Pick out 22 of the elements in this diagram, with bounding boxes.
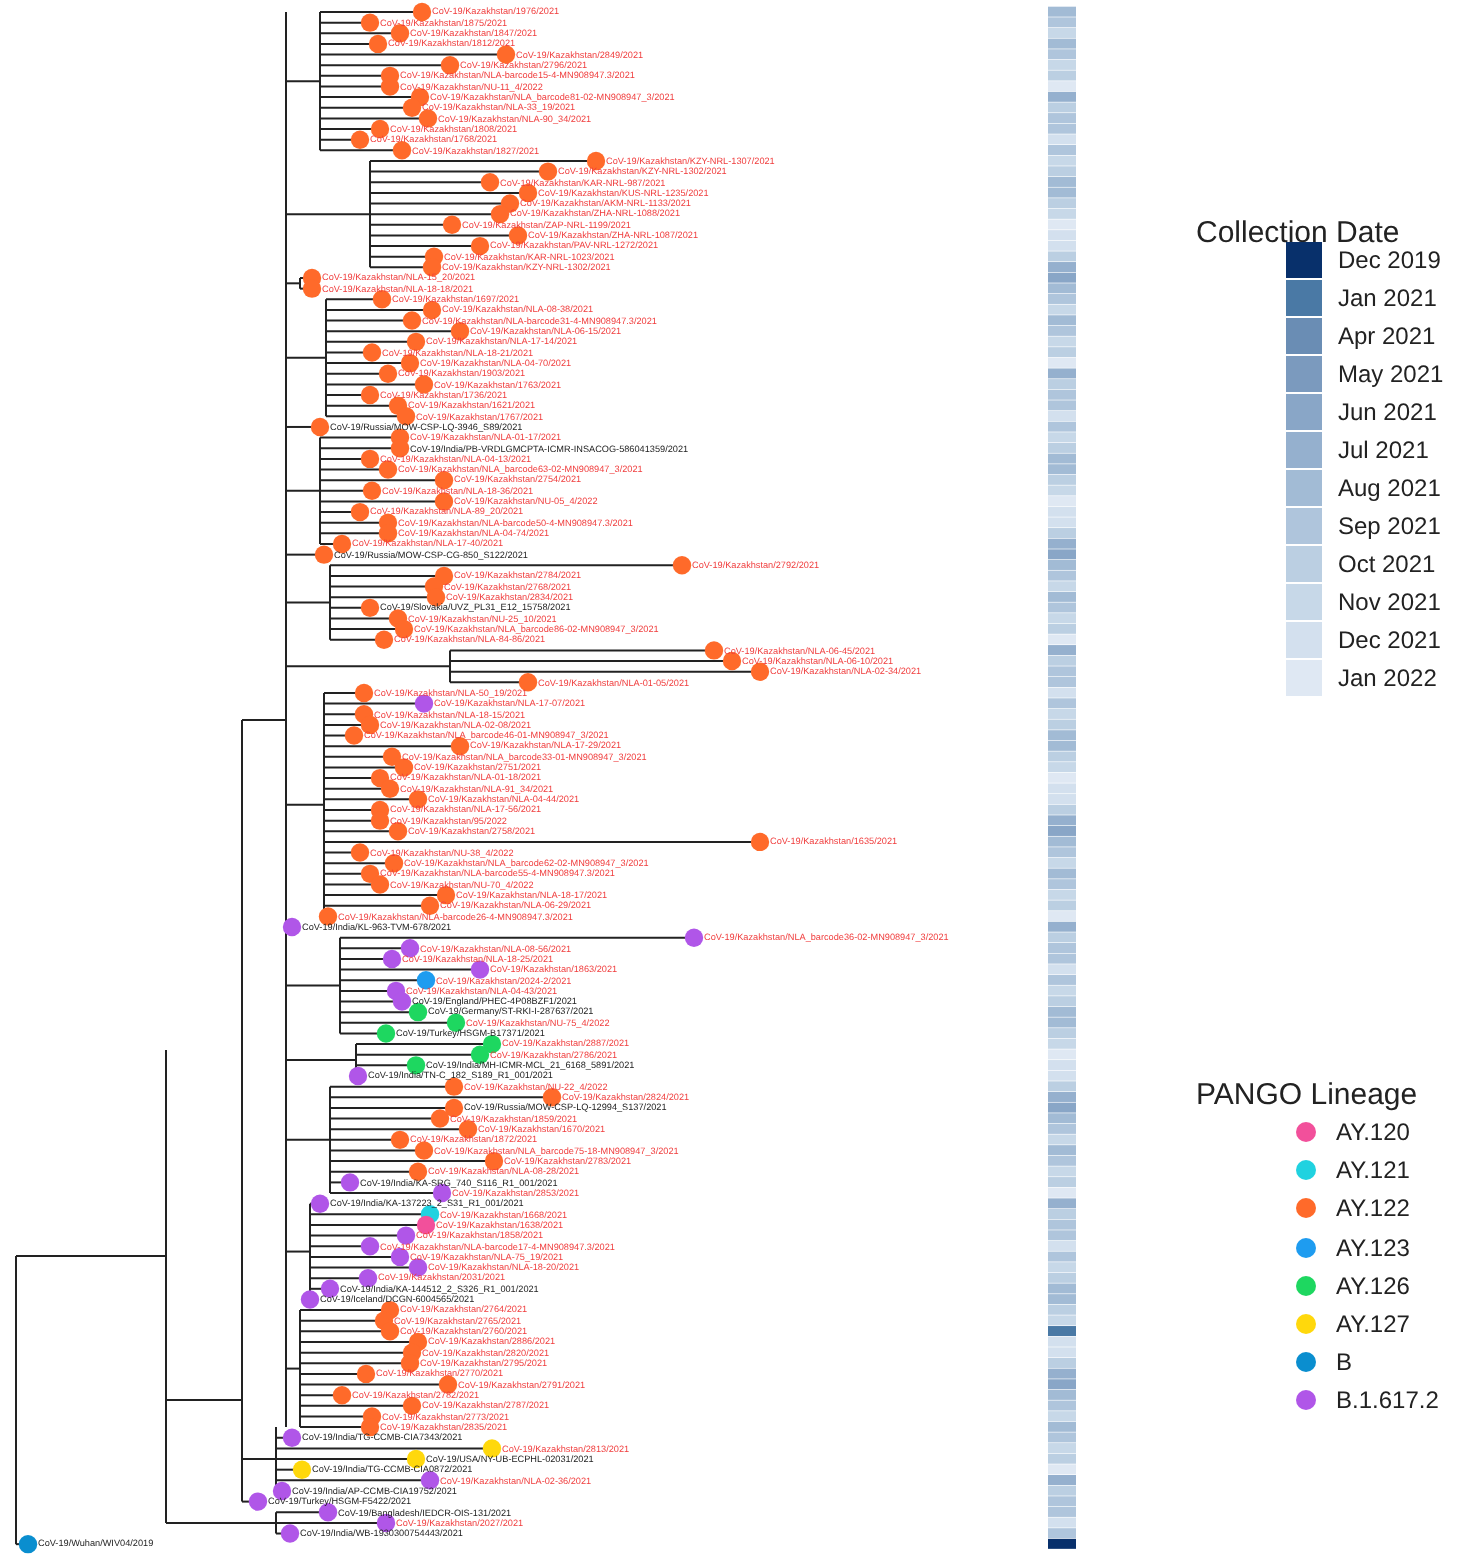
legend-label: AY.127: [1336, 1310, 1410, 1338]
legend-label: AY.123: [1336, 1233, 1410, 1262]
legend-label: May 2021: [1338, 360, 1444, 388]
legend-label: Jun 2021: [1338, 398, 1437, 426]
legend-label: Aug 2021: [1338, 474, 1441, 502]
legend-label: Jan 2022: [1338, 664, 1437, 692]
legend-label: AY.121: [1336, 1156, 1410, 1185]
legend-label: Apr 2021: [1338, 322, 1436, 350]
legend-label: Oct 2021: [1338, 550, 1436, 578]
legend-label: B.1.617.2: [1336, 1386, 1439, 1415]
legend-label: Dec 2021: [1338, 626, 1441, 654]
legend-label: Dec 2019: [1338, 246, 1441, 274]
legend-label: Sep 2021: [1338, 512, 1441, 540]
legend-label: Jul 2021: [1338, 436, 1429, 464]
legend-title: Collection Date: [1196, 216, 1400, 250]
legend-label: Jan 2021: [1338, 284, 1437, 312]
legend-label: AY.122: [1336, 1194, 1410, 1223]
legend-label: AY.126: [1336, 1271, 1410, 1300]
legend-label: AY.120: [1336, 1118, 1410, 1146]
legend-label: Nov 2021: [1338, 588, 1441, 616]
legend-label: B: [1336, 1348, 1353, 1377]
legend-title: PANGO Lineage: [1196, 1078, 1418, 1112]
